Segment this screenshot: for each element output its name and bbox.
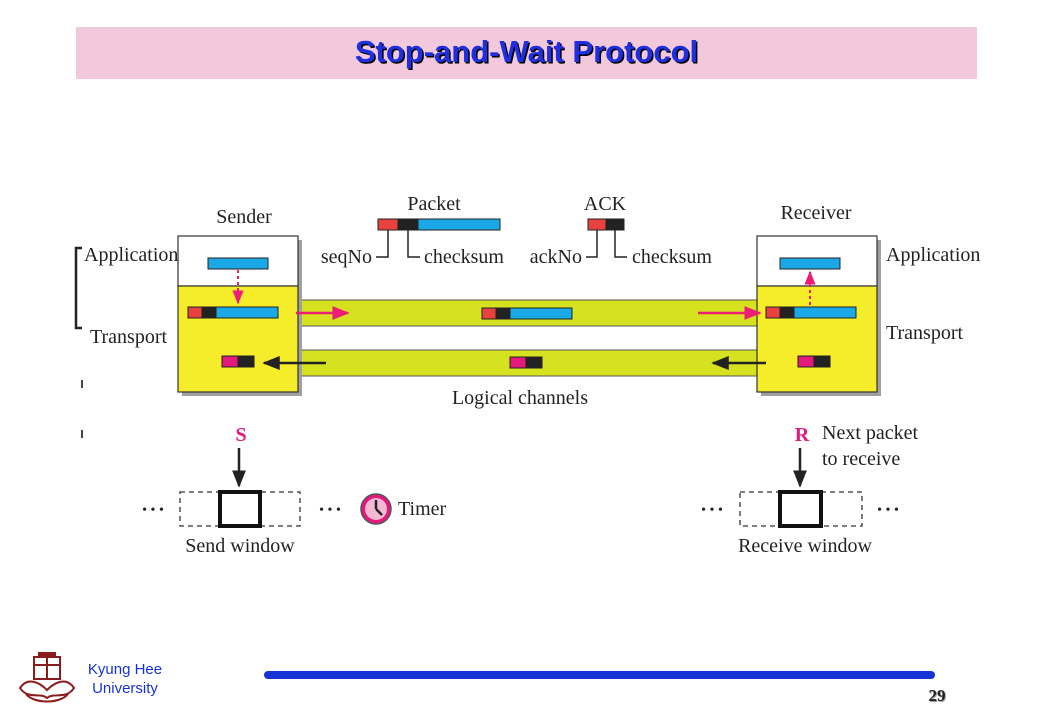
send-window	[179, 490, 301, 528]
packet-legend-checksum: checksum	[424, 246, 504, 268]
footer-divider	[264, 671, 935, 679]
receiver-data-packet	[765, 306, 857, 319]
receive-note-line2: to receive	[822, 448, 900, 470]
sender-ack-packet	[221, 355, 255, 368]
forward-channel	[294, 299, 760, 327]
receive-window-dots-left: • • •	[701, 503, 723, 518]
receiver-ack-packet	[797, 355, 831, 368]
receiver-application-label: Application	[886, 244, 980, 266]
ack-legend-ackno: ackNo	[530, 246, 582, 268]
receive-pointer-label: R	[795, 424, 810, 446]
title-bar: Stop-and-Wait Protocol	[76, 27, 977, 79]
ack-legend-checksum: checksum	[632, 246, 712, 268]
send-pointer-label: S	[235, 424, 246, 446]
receive-window	[739, 490, 863, 528]
ack-legend-title: ACK	[584, 193, 627, 215]
send-window-dots-right: • • •	[319, 503, 341, 518]
receive-note-line1: Next packet	[822, 422, 919, 444]
university-name: Kyung Hee University	[70, 660, 180, 698]
sender-application-label: Application	[84, 244, 178, 266]
packet-legend-seqno: seqNo	[321, 246, 372, 268]
sender-layer-bracket	[74, 246, 82, 330]
receive-window-label: Receive window	[738, 535, 872, 557]
channel-data-packet	[481, 307, 573, 320]
timer-icon	[360, 493, 392, 525]
slide-title: Stop-and-Wait Protocol	[354, 34, 699, 69]
page-number: 29	[928, 686, 946, 705]
send-window-dots-left: • • •	[142, 503, 164, 518]
timer-label: Timer	[398, 498, 447, 520]
packet-legend-graphic	[376, 218, 501, 258]
university-name-line1: Kyung Hee	[87, 661, 163, 678]
university-name-line2: University	[92, 680, 158, 697]
logical-channels-label: Logical channels	[452, 387, 588, 409]
send-window-label: Send window	[185, 535, 295, 557]
packet-legend-title: Packet	[407, 193, 461, 215]
sender-title: Sender	[216, 206, 272, 228]
receiver-app-data-block	[779, 257, 841, 270]
channel-ack-packet	[509, 356, 543, 369]
sender-data-packet	[187, 306, 279, 319]
receive-window-dots-right: • • •	[877, 503, 899, 518]
receiver-transport-layer	[756, 285, 878, 393]
sender-transport-label: Transport	[90, 326, 167, 348]
kyung-hee-emblem-icon	[18, 652, 76, 703]
sender-app-data-block	[207, 257, 269, 270]
receiver-title: Receiver	[780, 202, 851, 224]
ack-legend-graphic	[586, 218, 627, 258]
receiver-transport-label: Transport	[886, 322, 963, 344]
